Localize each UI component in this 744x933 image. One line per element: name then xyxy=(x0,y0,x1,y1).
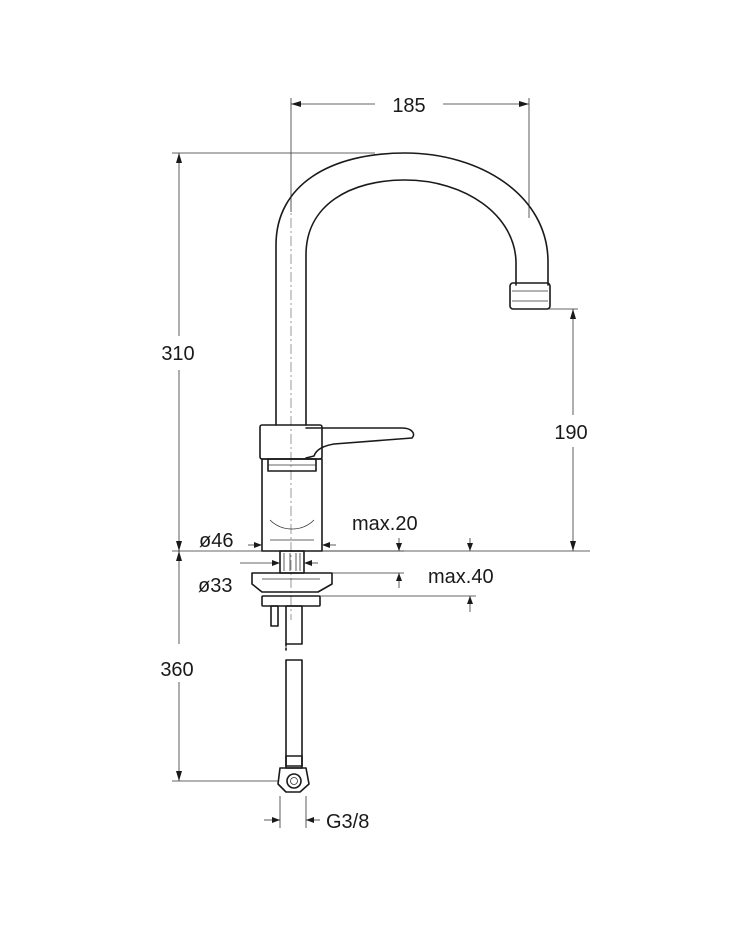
faucet-lever xyxy=(259,424,415,460)
mounting-assembly xyxy=(251,550,333,645)
dim-label-d33: ø33 xyxy=(198,575,232,597)
dimension-hose-length: 360 xyxy=(160,551,278,782)
dimension-max-40: max.40 xyxy=(320,538,494,612)
dim-label-d46: ø46 xyxy=(199,530,233,552)
dim-label-310: 310 xyxy=(161,343,194,365)
faucet-spout xyxy=(275,152,551,620)
dim-label-g38: G3/8 xyxy=(326,811,369,833)
dimension-outlet-height: 190 xyxy=(540,308,588,551)
dimension-total-height: 310 xyxy=(161,152,375,551)
dimension-spout-reach: 185 xyxy=(290,95,530,218)
dimension-max-20: max.20 xyxy=(322,513,418,588)
dimension-thread: G3/8 xyxy=(264,796,369,833)
dimension-diameter-46: ø46 xyxy=(199,530,336,552)
dim-label-max20: max.20 xyxy=(352,513,418,535)
faucet-body xyxy=(261,458,323,552)
dim-label-190: 190 xyxy=(554,422,587,444)
flexible-hose xyxy=(277,643,310,793)
dim-label-max40: max.40 xyxy=(428,566,494,588)
dimension-diameter-33: ø33 xyxy=(198,560,318,597)
dim-label-360: 360 xyxy=(160,659,193,681)
dim-label-185: 185 xyxy=(392,95,425,117)
